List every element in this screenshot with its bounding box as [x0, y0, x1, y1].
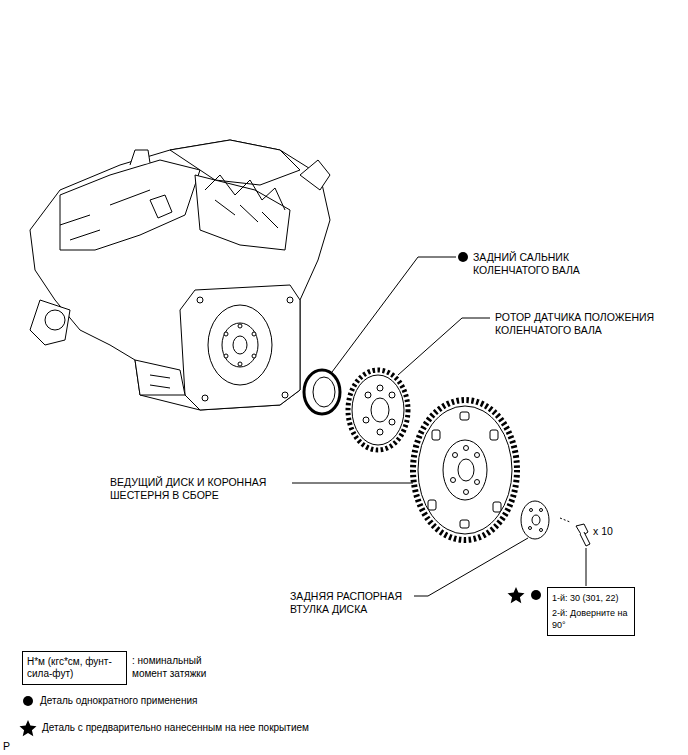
box-text: 1-й: 30 (301, 22) — [552, 592, 630, 604]
legend-text: Деталь с предварительно нанесенным на не… — [42, 721, 402, 734]
legend-text: Деталь однократного применения — [40, 694, 340, 707]
legend-sample-box: Н*м (кгс*см, фунт-сила-фут) — [22, 651, 127, 685]
part-name: РОТОР ДАТЧИКА ПОЛОЖЕНИЯ КОЛЕНЧАТОГО ВАЛА — [495, 311, 680, 337]
legend-text: : номинальный момент затяжки — [132, 654, 222, 680]
box-text: 2-й: Доверните на 90° — [552, 607, 630, 631]
torque-box: 1-й: 30 (301, 22) 2-й: Доверните на 90° — [547, 587, 635, 636]
part-name: ВЕДУЩИЙ ДИСК И КОРОННАЯ ШЕСТЕРНЯ В СБОРЕ — [110, 476, 288, 502]
part-name: ЗАДНИЙ САЛЬНИК КОЛЕНЧАТОГО ВАЛА — [473, 251, 603, 277]
quantity-label: x 10 — [593, 525, 633, 538]
part-name: ЗАДНЯЯ РАСПОРНАЯ ВТУЛКА ДИСКА — [290, 590, 415, 616]
page-mark: P — [3, 740, 23, 753]
box-text: Н*м (кгс*см, фунт-сила-фут) — [27, 656, 122, 680]
